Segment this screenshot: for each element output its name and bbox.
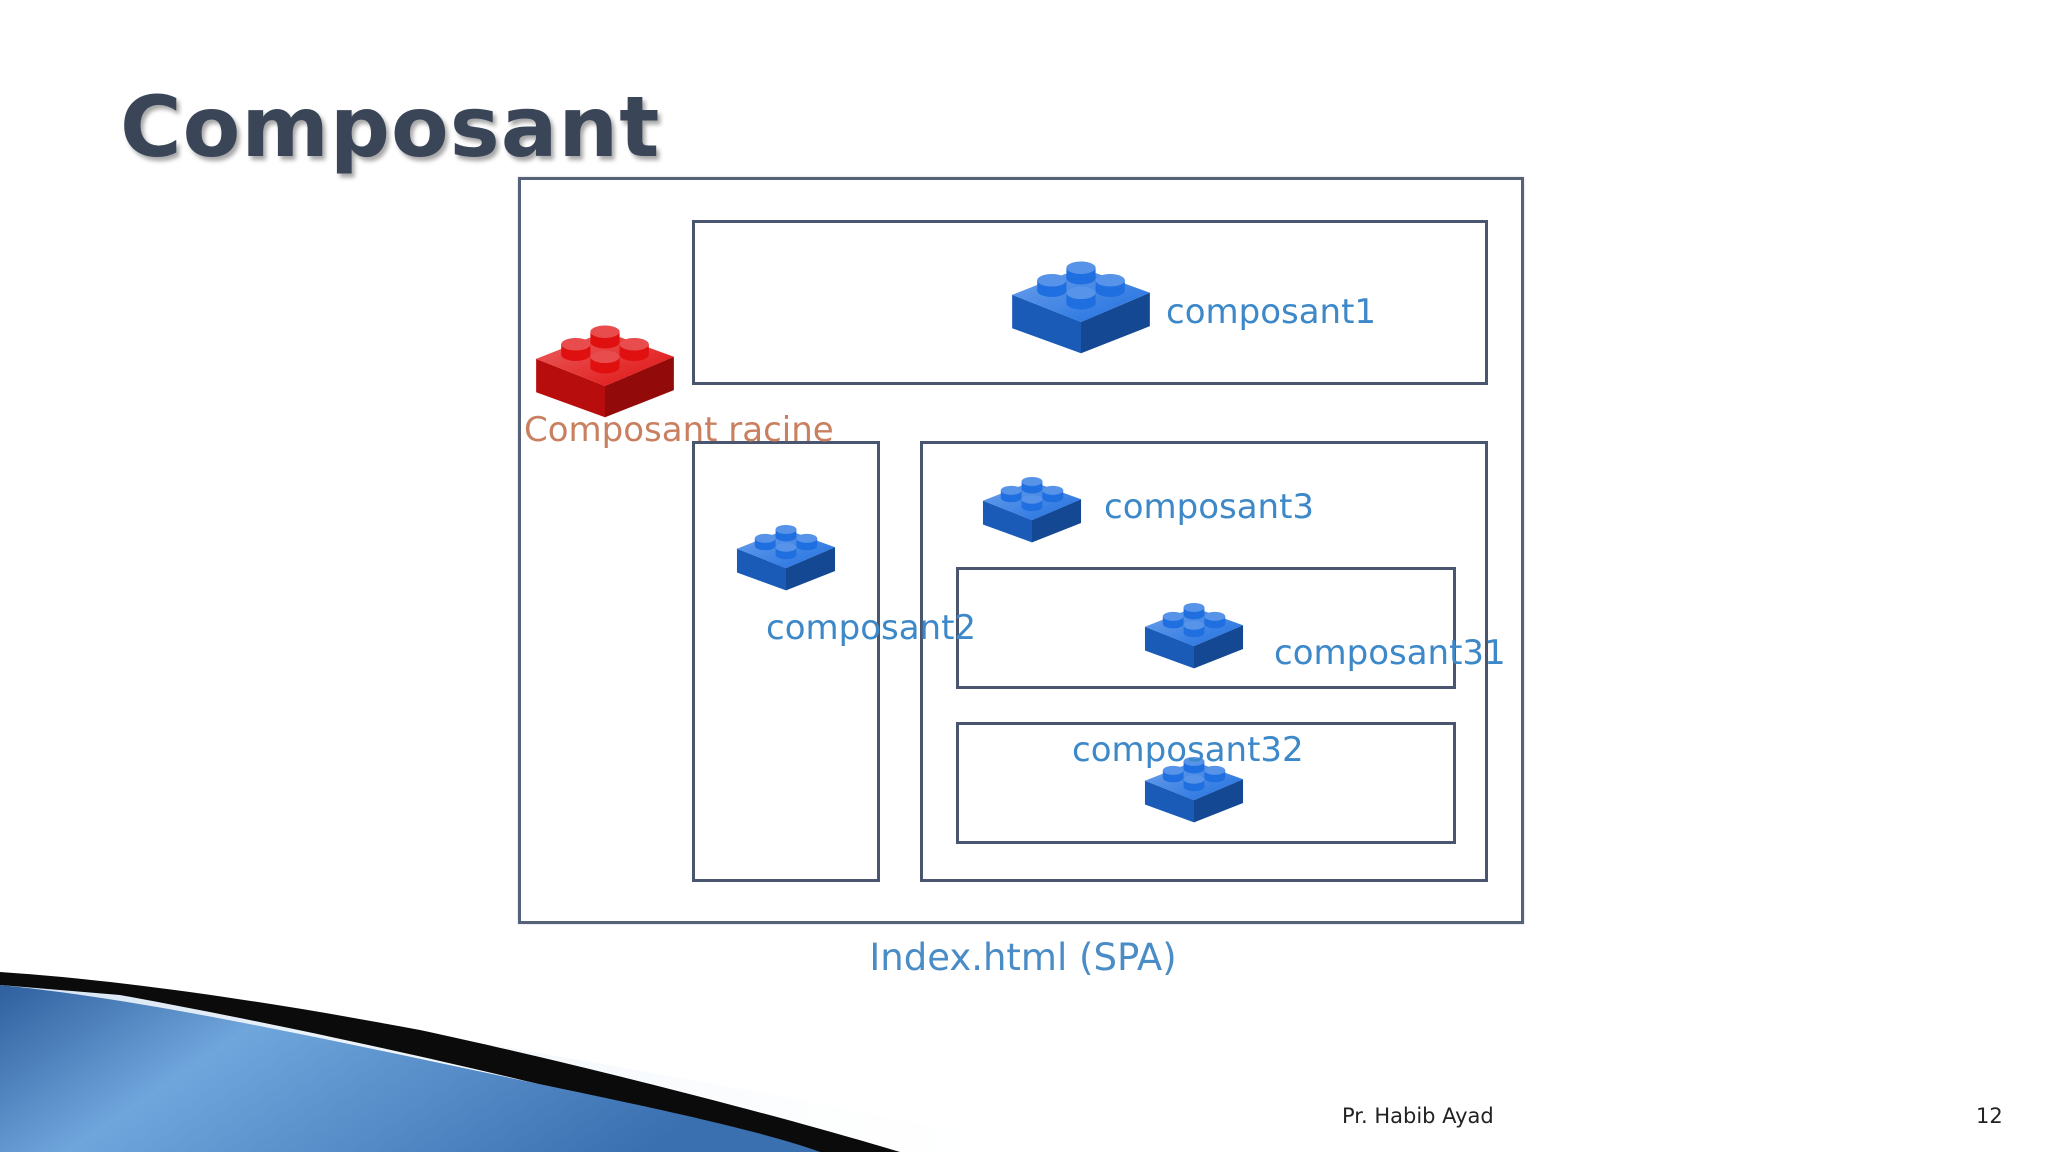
composant1-brick-icon	[1008, 240, 1154, 356]
composant2-label: composant2	[766, 608, 977, 648]
composant3-label: composant3	[1104, 487, 1315, 527]
composant2-box	[692, 441, 880, 882]
composant31-brick-icon	[1142, 588, 1246, 670]
composant32-label: composant32	[1072, 730, 1304, 770]
root-label: Composant racine	[524, 410, 834, 450]
slide-title: Composant	[120, 78, 661, 176]
footer-author: Pr. Habib Ayad	[1342, 1104, 1494, 1128]
composant31-label: composant31	[1274, 633, 1506, 673]
composant3-brick-icon	[980, 462, 1084, 544]
page-number: 12	[1976, 1104, 2003, 1128]
root-brick-icon	[532, 304, 678, 420]
composant1-label: composant1	[1166, 292, 1377, 332]
caption-text: Index.html (SPA)	[869, 936, 1177, 979]
diagram-caption: Index.html (SPA)	[0, 936, 2048, 979]
composant2-brick-icon	[734, 510, 838, 592]
